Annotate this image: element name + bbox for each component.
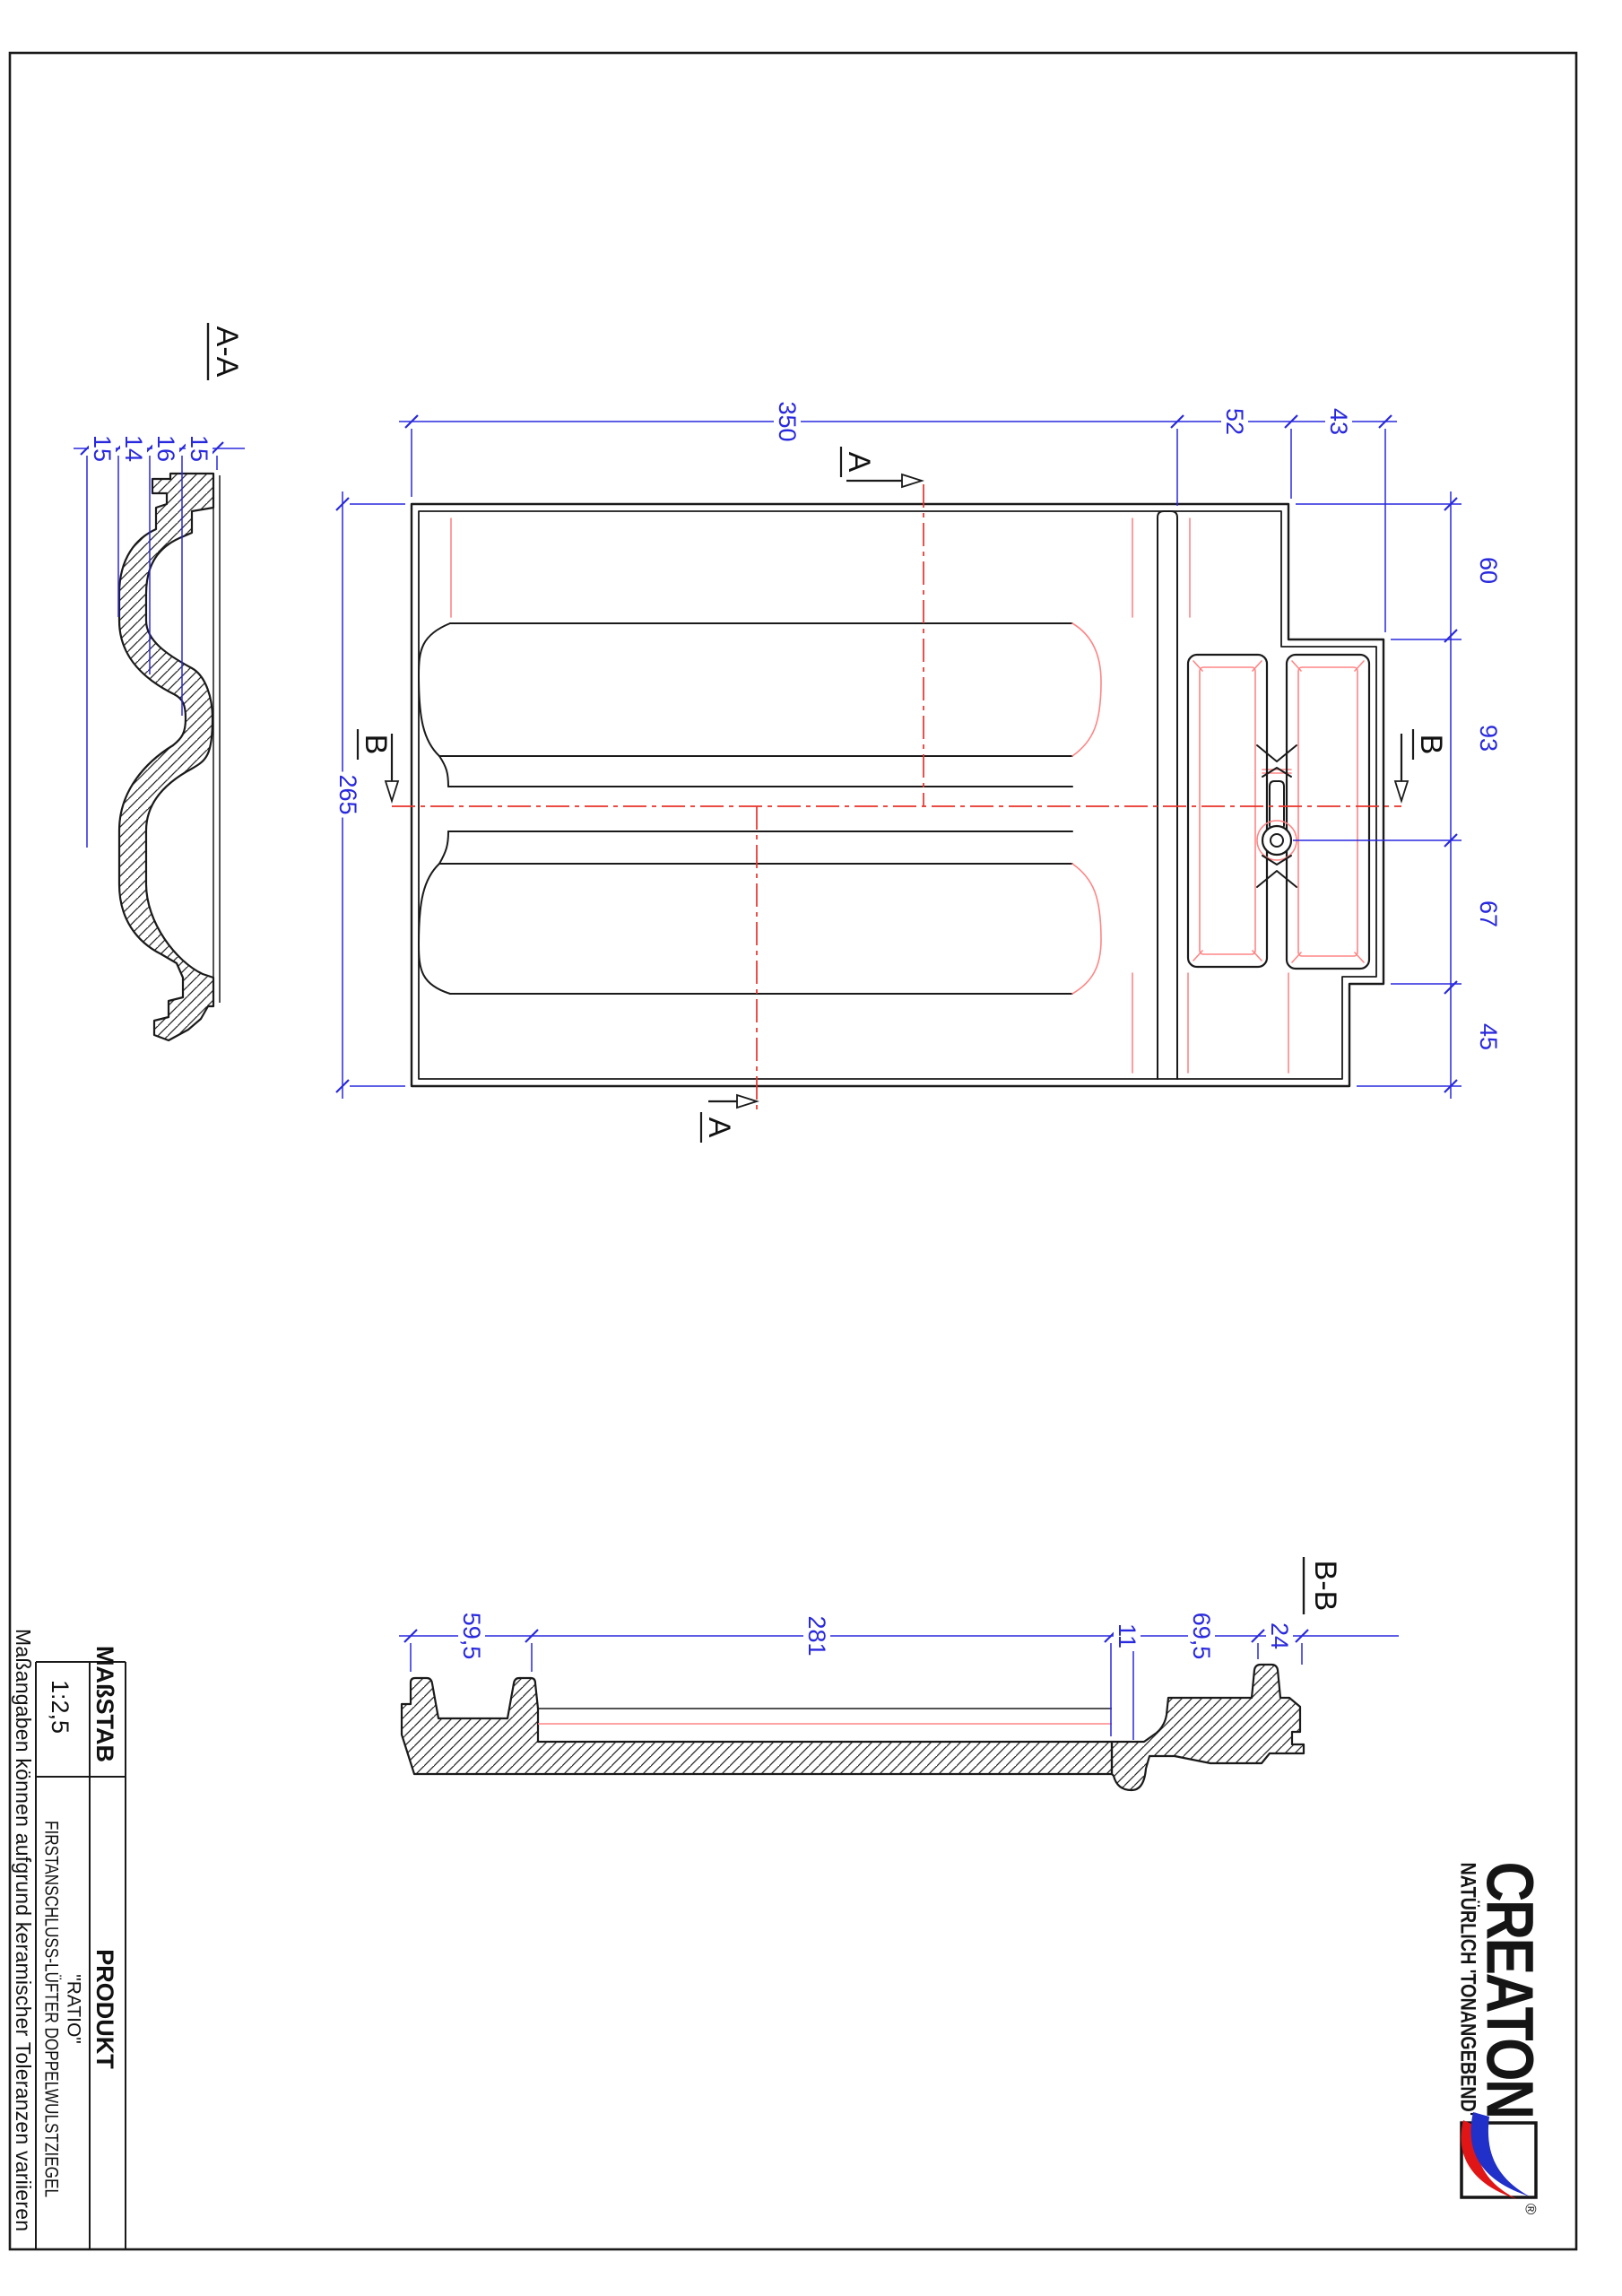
vent-box-right <box>1285 653 1371 970</box>
logo-swoosh-red <box>1461 2120 1517 2199</box>
dim-label-mask <box>1188 1609 1215 1663</box>
logo-slogan-text: NATÜRLICH 'TONANGEBEND' <box>1456 1863 1480 2117</box>
dim-aa-15b: 15 <box>186 435 213 462</box>
arrowhead-b-left <box>384 780 400 804</box>
dim-label-mask <box>89 431 116 465</box>
dim-label-mask <box>120 431 147 465</box>
dim-60: 60 <box>1475 557 1502 584</box>
section-bb-label: B-B <box>1308 1561 1342 1612</box>
logo-brand-text: CREATON <box>1473 1862 1548 2118</box>
dim-bb-281: 281 <box>803 1615 830 1656</box>
title-product-label: PRODUKT <box>91 1949 118 2069</box>
dim-label-mask <box>152 431 179 465</box>
dim-45: 45 <box>1475 1023 1502 1050</box>
plan-outline-inner <box>418 510 1377 1080</box>
dim-label-mask <box>1221 404 1248 439</box>
cut-label-a-top: A <box>842 452 876 473</box>
title-block: MAßSTAB 1:2,5 PRODUKT FIRSTANSCHLUSS-LÜF… <box>12 1629 126 2249</box>
title-product-name: FIRSTANSCHLUSS-LÜFTER DOPPELWULSTZIEGEL <box>41 1821 62 2197</box>
logo-square <box>1460 2121 1538 2199</box>
cut-label-b-left: B <box>359 735 393 755</box>
plan-dimensions: 350 52 43 60 93 67 45 265 <box>334 398 1502 1099</box>
plan-hidden-lines <box>450 517 1292 1074</box>
section-bb-profile-left <box>400 1676 1114 1776</box>
section-aa: A-A 15 14 16 15 <box>74 323 245 1042</box>
logo-swoosh-blue <box>1470 2112 1530 2196</box>
dim-label-mask <box>1475 721 1502 755</box>
dim-bb-695: 69,5 <box>1188 1613 1215 1660</box>
title-product-variant: "RATIO" <box>64 1974 84 2044</box>
creaton-logo: CREATON NATÜRLICH 'TONANGEBEND' ® <box>1456 1862 1548 2215</box>
dim-label-mask <box>1475 553 1502 587</box>
dim-43: 43 <box>1325 408 1352 435</box>
dim-350: 350 <box>774 401 801 441</box>
dim-label-mask <box>1475 1020 1502 1054</box>
dim-label-mask <box>774 398 801 445</box>
dim-aa-14: 14 <box>120 435 147 462</box>
plan-outline-outer <box>410 502 1385 1088</box>
dim-bb-24: 24 <box>1266 1622 1293 1649</box>
vent-box-left <box>1186 653 1269 969</box>
dim-label-mask <box>1114 1620 1141 1652</box>
cut-label-b-right: B <box>1414 735 1448 755</box>
section-aa-profile <box>117 472 215 1042</box>
dim-aa-15a: 15 <box>89 435 116 462</box>
dim-67: 67 <box>1475 900 1502 927</box>
plan-joint-channel <box>1157 510 1178 1080</box>
cut-marks: A A B B <box>356 447 1448 1143</box>
plan-barrel-lines <box>418 622 1073 995</box>
section-bb: B-B 59,5 281 11 69,5 24 <box>399 1557 1399 1792</box>
title-scale-value: 1:2,5 <box>47 1680 74 1734</box>
arrowhead-a-top <box>901 473 924 489</box>
section-aa-label: A-A <box>210 326 244 378</box>
dim-bb-595: 59,5 <box>458 1613 485 1660</box>
section-bb-dimensions: 59,5 281 11 69,5 24 <box>399 1609 1399 1740</box>
barrel-head-arc-bottom <box>418 863 451 995</box>
section-bb-profile-right <box>1110 1663 1305 1792</box>
barrel-head-arc-top <box>418 622 451 757</box>
section-aa-projection-lines <box>213 474 221 1006</box>
dim-265: 265 <box>334 774 361 814</box>
plan-view <box>410 502 1385 1088</box>
sheet-frame <box>8 51 1578 2251</box>
dim-label-mask <box>458 1609 485 1663</box>
arrowhead-a-bottom <box>736 1093 759 1109</box>
dim-label-mask <box>334 771 361 818</box>
dim-label-mask <box>1325 404 1352 439</box>
title-scale-label: MAßSTAB <box>91 1646 118 1762</box>
tolerance-note: Maßangaben können aufgrund keramischer T… <box>12 1629 35 2231</box>
section-cut-lines <box>392 484 1401 1112</box>
dim-93: 93 <box>1475 725 1502 752</box>
arrowhead-b-right <box>1393 780 1409 804</box>
dim-label-mask <box>1475 897 1502 931</box>
cut-label-a-bottom: A <box>702 1118 736 1138</box>
dim-label-mask <box>1266 1619 1293 1653</box>
keyhole-slot <box>1256 744 1297 888</box>
logo-registered-mark: ® <box>1522 2204 1540 2215</box>
dim-label-mask <box>186 431 213 465</box>
dim-52: 52 <box>1221 408 1248 435</box>
section-aa-dimensions: 15 14 16 15 <box>74 431 245 848</box>
dim-bb-11: 11 <box>1114 1623 1141 1648</box>
dim-aa-16: 16 <box>152 435 179 462</box>
dim-label-mask <box>803 1613 830 1659</box>
